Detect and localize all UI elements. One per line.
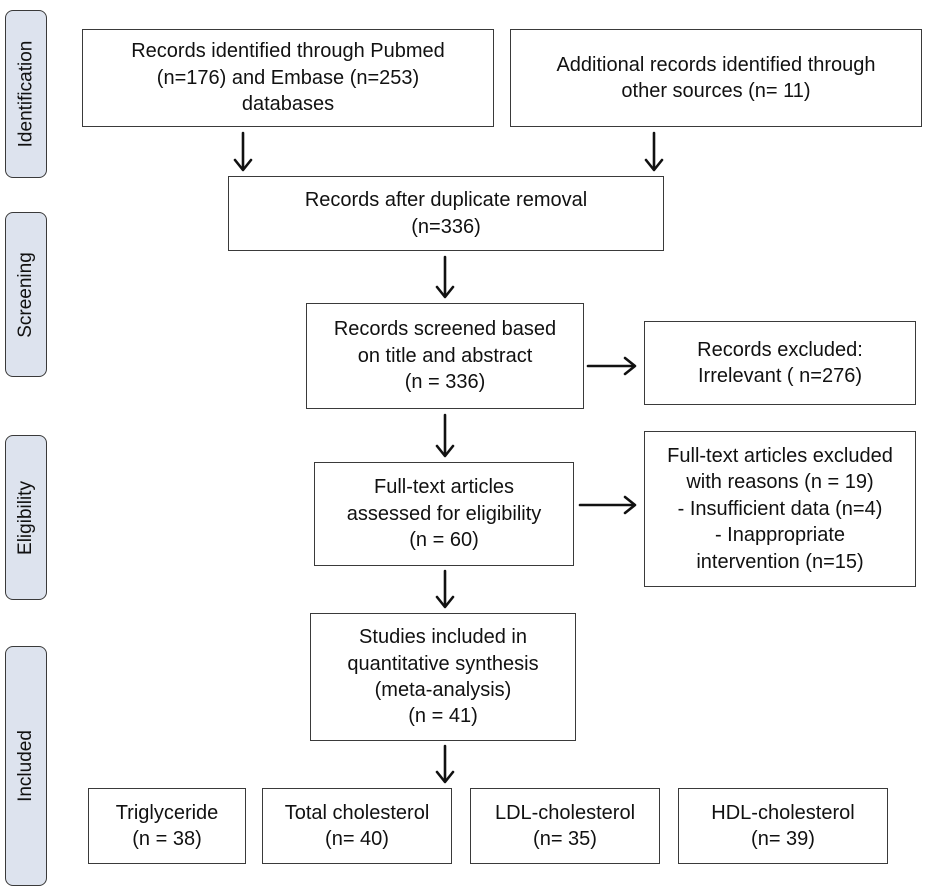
- box-fulltext-excluded: Full-text articles excluded with reasons…: [644, 431, 916, 587]
- box-fulltext-excluded-line-1: Full-text articles excluded: [667, 445, 893, 468]
- arrow-included-to-outcomes: [435, 744, 455, 784]
- box-screened-line-2: on title and abstract: [357, 344, 533, 367]
- box-duplicates-removed-line-1: Records after duplicate removal: [304, 189, 588, 212]
- box-included-synthesis-line-2: quantitative synthesis: [347, 652, 539, 675]
- arrow-fulltext-to-excluded: [578, 495, 637, 515]
- box-fulltext-assessed-line-3: (n = 60): [409, 529, 479, 552]
- box-duplicates-removed: Records after duplicate removal (n=336): [228, 176, 664, 251]
- box-excluded-screening-line-2: Irrelevant ( n=276): [698, 365, 862, 387]
- box-hdl-cholesterol-line-1: HDL-cholesterol: [711, 801, 855, 824]
- box-triglyceride-line-1: Triglyceride: [115, 801, 219, 824]
- stage-included: Included: [5, 646, 47, 886]
- box-other-sources-line-2: other sources (n= 11): [621, 80, 811, 102]
- box-total-cholesterol-line-1: Total cholesterol: [284, 801, 430, 824]
- stage-identification: Identification: [5, 10, 47, 178]
- box-total-cholesterol: Total cholesterol (n= 40): [262, 788, 452, 864]
- arrow-other-to-duplicates: [644, 131, 664, 172]
- box-fulltext-assessed: Full-text articles assessed for eligibil…: [314, 462, 574, 566]
- arrow-screened-to-excluded: [586, 356, 637, 376]
- box-other-sources-line-1: Additional records identified through: [556, 53, 876, 76]
- stage-eligibility: Eligibility: [5, 435, 47, 600]
- box-included-synthesis-line-3: (meta-analysis): [374, 679, 512, 701]
- box-total-cholesterol-line-2: (n= 40): [325, 828, 389, 850]
- box-screened: Records screened based on title and abst…: [306, 303, 584, 409]
- box-fulltext-assessed-line-1: Full-text articles: [373, 476, 515, 499]
- box-included-synthesis-line-4: (n = 41): [408, 705, 478, 728]
- box-ldl-cholesterol-line-2: (n= 35): [533, 828, 597, 850]
- stage-screening: Screening: [5, 212, 47, 377]
- box-ldl-cholesterol-line-1: LDL-cholesterol: [494, 801, 636, 824]
- arrow-fulltext-to-included: [435, 569, 455, 609]
- arrow-pubmed-to-duplicates: [233, 131, 253, 172]
- arrow-screened-to-fulltext: [435, 413, 455, 458]
- box-other-sources: Additional records identified through ot…: [510, 29, 922, 127]
- box-fulltext-excluded-line-3: - Insufficient data (n=4): [677, 497, 883, 520]
- box-triglyceride-line-2: (n = 38): [132, 828, 202, 850]
- box-triglyceride: Triglyceride (n = 38): [88, 788, 246, 864]
- box-pubmed-embase-line-2: (n=176) and Embase (n=253): [156, 66, 420, 89]
- box-screened-line-1: Records screened based: [333, 318, 557, 341]
- box-fulltext-excluded-line-5: intervention (n=15): [696, 550, 864, 573]
- box-included-synthesis-line-1: Studies included in: [359, 626, 527, 649]
- arrow-duplicates-to-screened: [435, 255, 455, 299]
- box-pubmed-embase-line-3: databases: [241, 93, 335, 116]
- box-hdl-cholesterol: HDL-cholesterol (n= 39): [678, 788, 888, 864]
- box-screened-line-3: (n = 336): [404, 371, 486, 394]
- box-ldl-cholesterol: LDL-cholesterol (n= 35): [470, 788, 660, 864]
- box-fulltext-excluded-line-2: with reasons (n = 19): [686, 471, 874, 494]
- box-duplicates-removed-line-2: (n=336): [411, 215, 481, 238]
- box-pubmed-embase: Records identified through Pubmed (n=176…: [82, 29, 494, 127]
- box-included-synthesis: Studies included in quantitative synthes…: [310, 613, 576, 741]
- box-excluded-screening-line-1: Records excluded:: [697, 338, 863, 361]
- box-excluded-screening: Records excluded: Irrelevant ( n=276): [644, 321, 916, 405]
- box-fulltext-assessed-line-2: assessed for eligibility: [346, 502, 542, 525]
- box-hdl-cholesterol-line-2: (n= 39): [751, 828, 815, 850]
- box-pubmed-embase-line-1: Records identified through Pubmed: [131, 40, 445, 63]
- box-fulltext-excluded-line-4: - Inappropriate: [714, 524, 846, 547]
